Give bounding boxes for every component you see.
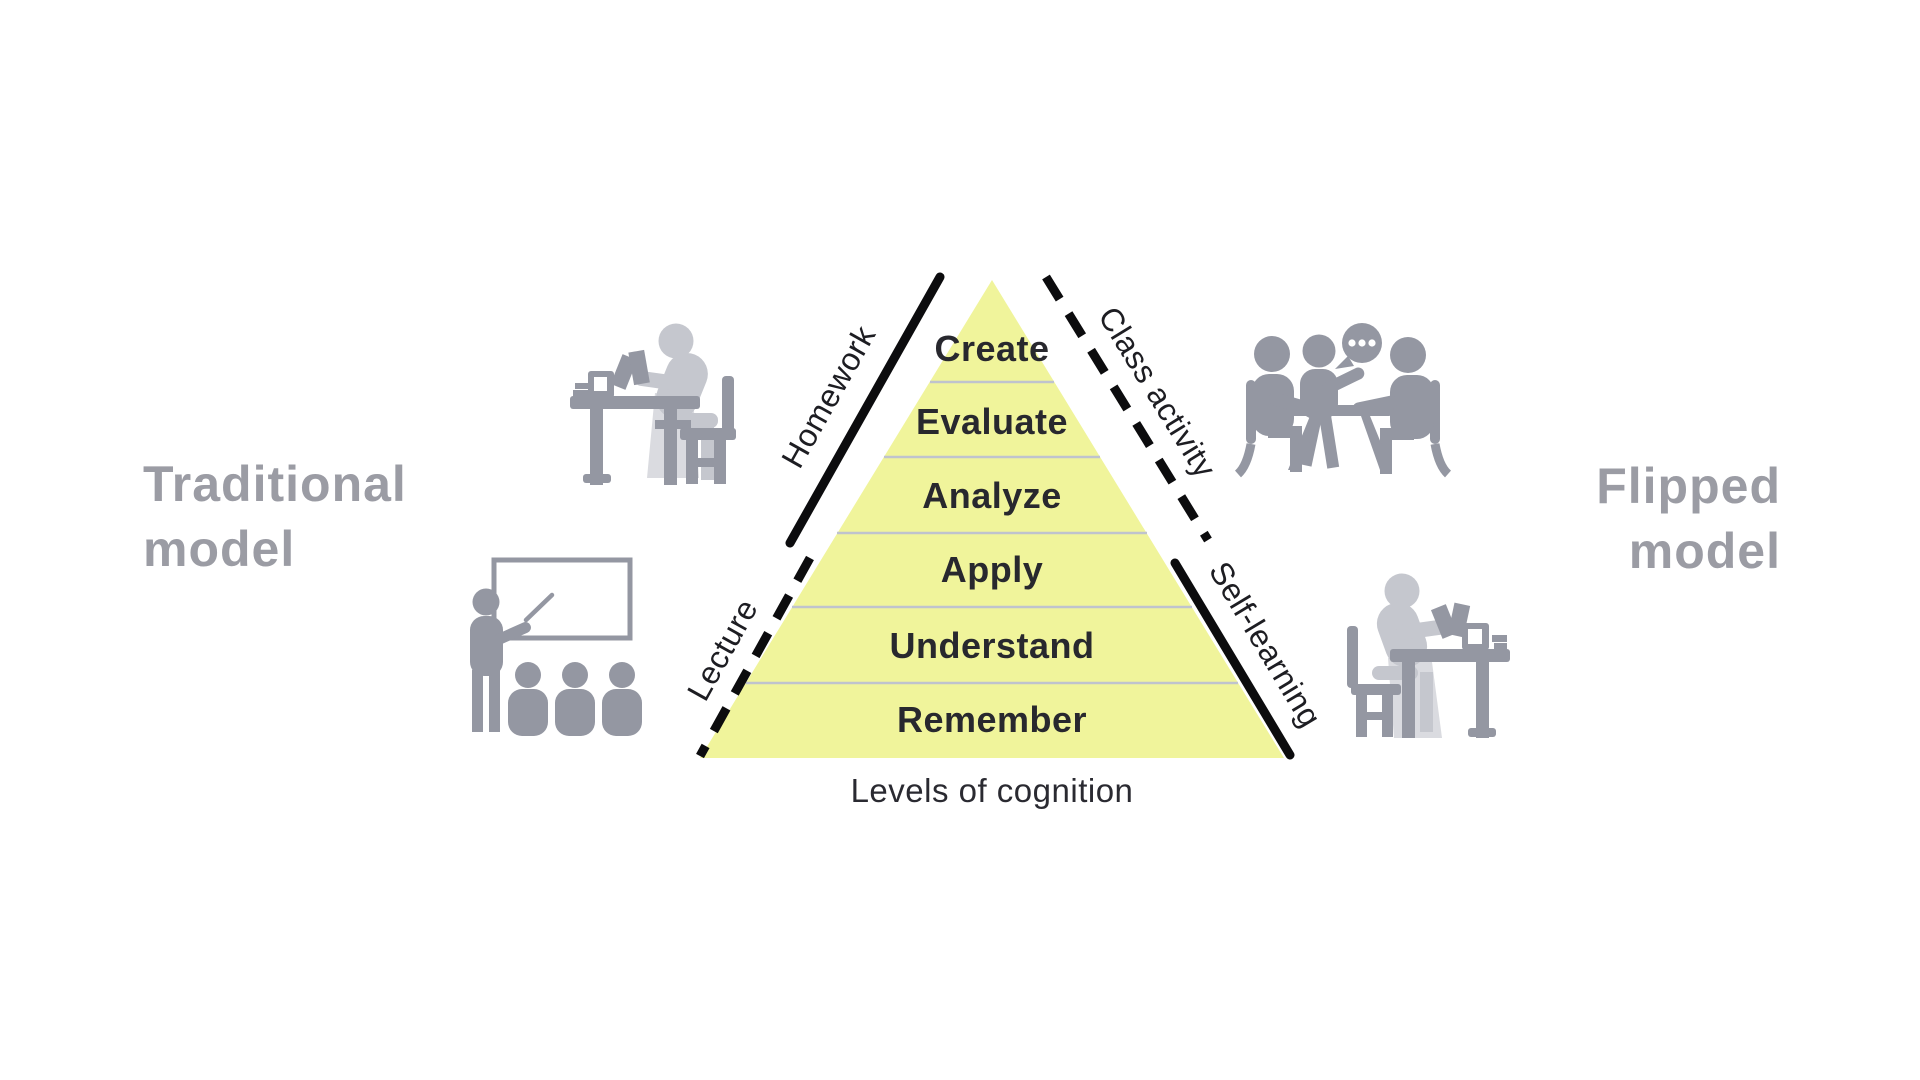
chair-back: [722, 376, 734, 434]
tablet-screen: [1468, 629, 1482, 644]
chair-seat: [1351, 684, 1401, 695]
homework-solid-line: [785, 272, 945, 548]
chair-crossbar: [1360, 712, 1390, 720]
teacher-leg: [489, 670, 500, 732]
pyramid-level-apply: Apply: [941, 549, 1044, 590]
student-head: [609, 662, 635, 688]
pyramid-level-create: Create: [934, 328, 1049, 369]
speech-bubble-tail: [1335, 356, 1354, 369]
student-body: [602, 689, 642, 736]
homework-label: Homework: [774, 319, 883, 474]
speech-bubble-dot: [1368, 339, 1376, 347]
student-studying-at-desk-icon: [570, 323, 736, 485]
person-leg: [1318, 413, 1340, 469]
desk-leg: [1402, 662, 1415, 738]
self-learning-at-desk-icon: [1347, 573, 1510, 738]
chair-seat: [680, 428, 736, 440]
person-head: [1390, 337, 1426, 373]
person-body: [1390, 375, 1434, 439]
pyramid-caption: Levels of cognition: [851, 772, 1134, 809]
teacher-leg: [472, 670, 483, 732]
pyramid-level-remember: Remember: [897, 699, 1087, 740]
student-body: [555, 689, 595, 736]
student-head: [515, 662, 541, 688]
desk-top: [570, 396, 700, 409]
person-head: [1302, 334, 1336, 368]
title-flipped-model: Flipped model: [1596, 458, 1781, 579]
desk-bracket: [655, 420, 691, 429]
student-head: [658, 323, 694, 359]
desk-top: [1390, 649, 1510, 662]
table-top: [1286, 405, 1394, 416]
desk-foot: [583, 474, 611, 483]
person-head: [1254, 336, 1290, 372]
table-leg: [1361, 416, 1392, 470]
book-stack: [1492, 635, 1507, 642]
student-head: [1384, 573, 1420, 609]
student-leg: [1420, 672, 1433, 732]
person-gesturing-arm: [1321, 367, 1365, 395]
student-body: [508, 689, 548, 736]
teacher-head: [472, 588, 500, 616]
chair-back: [1347, 626, 1358, 688]
pointer-stick-icon: [523, 592, 555, 623]
teacher-body: [470, 616, 503, 676]
class-activity-dashed-line: [1042, 274, 1212, 543]
desk-leg: [590, 409, 603, 485]
chair-leg: [1234, 443, 1256, 478]
pyramid-shape: [700, 280, 1284, 758]
class-activity-label: Class activity: [1091, 300, 1223, 484]
tablet-screen: [594, 377, 607, 391]
book-stack: [573, 390, 591, 397]
whiteboard: [491, 557, 633, 641]
speech-bubble-dot: [1358, 339, 1366, 347]
teacher-arm: [493, 622, 531, 645]
pyramid-level-evaluate: Evaluate: [916, 401, 1068, 442]
table-leg: [1288, 416, 1319, 470]
chair-leg: [1430, 443, 1452, 478]
book-icon: [628, 349, 650, 386]
book-stack: [1494, 643, 1507, 649]
flipped-model-line1: Flipped: [1596, 458, 1781, 514]
pyramid-level-understand: Understand: [889, 625, 1094, 666]
student-head: [562, 662, 588, 688]
desk-leg: [1476, 662, 1489, 738]
traditional-model-line2: model: [143, 521, 295, 577]
traditional-model-line1: Traditional: [143, 456, 407, 512]
chair-crossbar: [690, 458, 722, 467]
group-discussion-table-icon: [1234, 323, 1452, 478]
lecture-dashed-line: [696, 555, 814, 759]
book-stack: [575, 383, 589, 389]
flipped-model-line2: model: [1629, 523, 1781, 579]
speech-bubble-dot: [1348, 339, 1356, 347]
self-learning-solid-line: [1170, 558, 1295, 760]
pyramid-level-analyze: Analyze: [922, 475, 1062, 516]
title-traditional-model: Traditional model: [143, 456, 407, 577]
teacher-lecture-whiteboard-icon: [470, 557, 642, 736]
cognition-pyramid: Create Evaluate Analyze Apply Understand…: [700, 280, 1284, 809]
desk-foot: [1468, 728, 1496, 737]
